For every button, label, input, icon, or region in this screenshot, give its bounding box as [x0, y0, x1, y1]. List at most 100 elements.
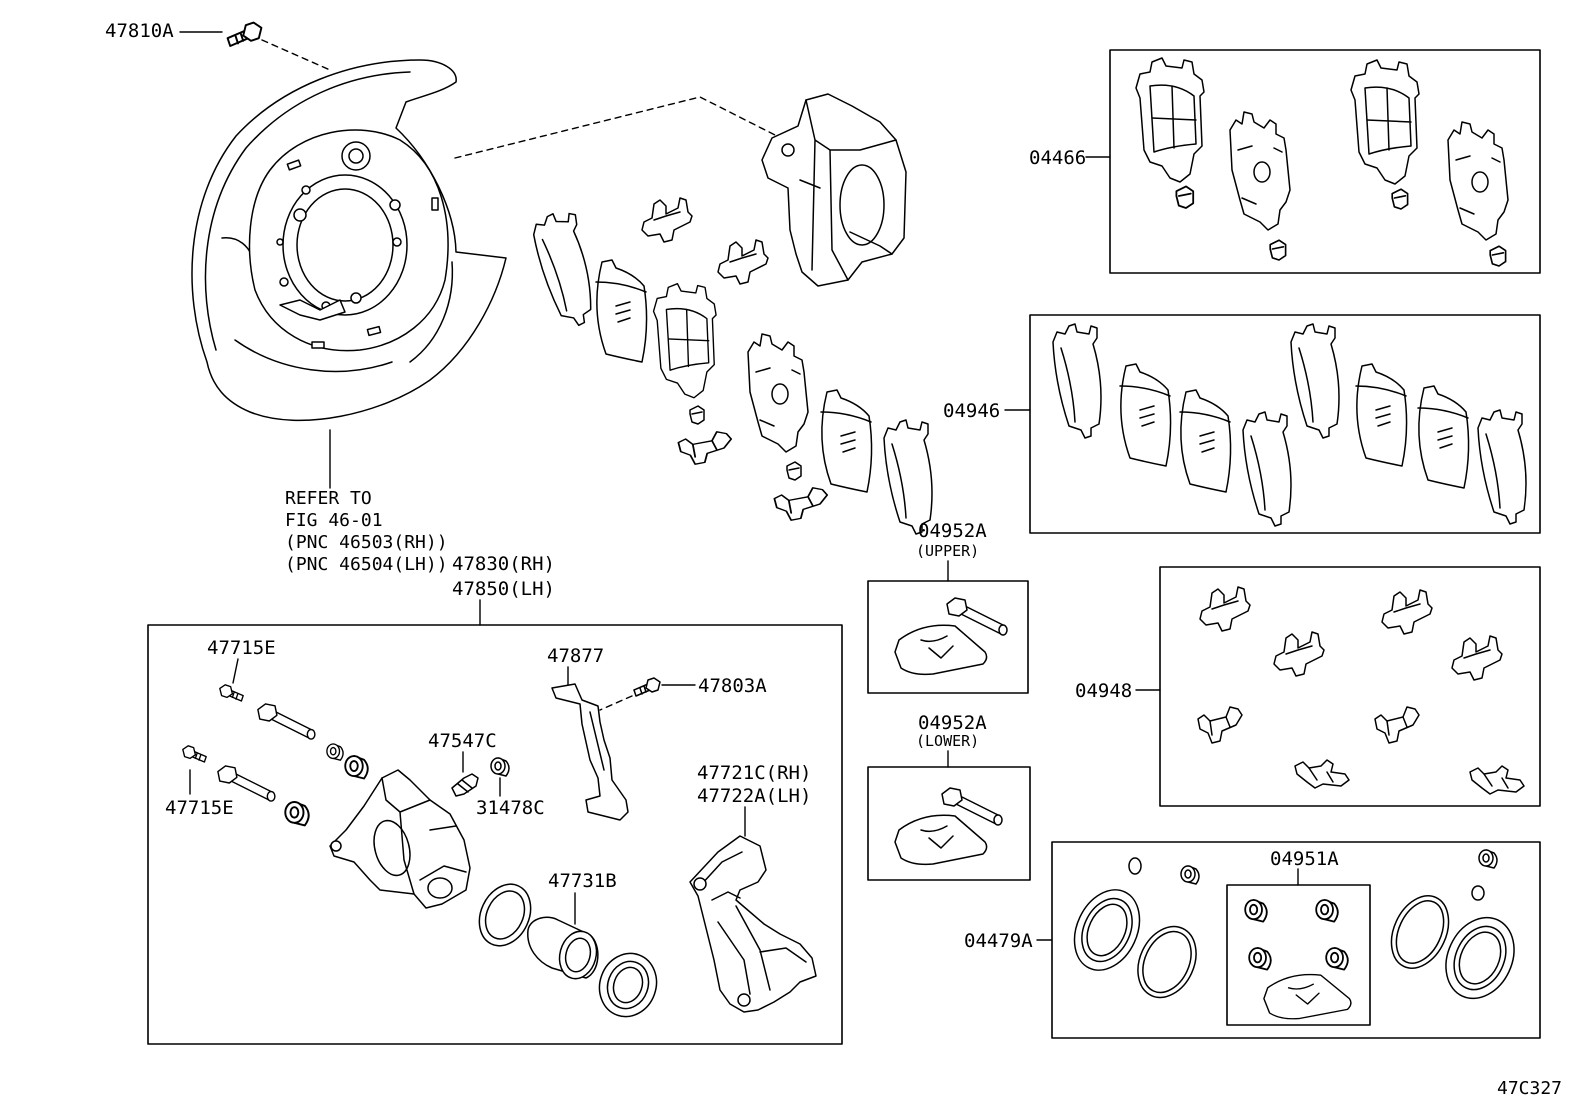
- grease-packet: [894, 814, 988, 866]
- grease-packet: [894, 624, 988, 676]
- caliper-assy-box: [147, 624, 843, 1045]
- note-lower: (LOWER): [916, 732, 979, 750]
- wear-indicator: [1175, 185, 1195, 209]
- kit-box-04948: [1159, 566, 1541, 807]
- wear-indicator: [689, 405, 705, 425]
- drawing-id: 47C327: [1497, 1078, 1562, 1099]
- kit-box-04952a-lower: [867, 766, 1031, 881]
- bushing: [1325, 947, 1349, 971]
- shim-marked: [1417, 385, 1470, 489]
- part-label-04952a-lower: 04952A: [918, 712, 987, 734]
- refer-note-line: (PNC 46503(RH)): [285, 532, 448, 553]
- part-label-04948: 04948: [1075, 680, 1132, 702]
- bushing: [1248, 947, 1272, 971]
- wear-indicator: [786, 461, 802, 481]
- dashed-reference-line: [261, 39, 331, 71]
- wear-indicator: [1391, 188, 1409, 210]
- leader-line: [232, 658, 239, 684]
- shim: [883, 419, 933, 535]
- support-clip: [1381, 589, 1433, 635]
- part-label-47830-rh: 47830(RH): [452, 553, 555, 575]
- bleeder-cap: [490, 757, 510, 777]
- part-label-04479a: 04479A: [964, 930, 1033, 952]
- brake-pad: [652, 282, 717, 399]
- piston-seal: [478, 883, 532, 947]
- pad-spring: [551, 683, 629, 821]
- refer-note-line: (PNC 46504(LH)): [285, 554, 448, 575]
- bleeder-cap: [1128, 857, 1142, 875]
- bleeder-plug: [451, 773, 479, 797]
- bushing: [1180, 865, 1200, 885]
- shim-marked: [1355, 363, 1408, 467]
- shim: [1477, 409, 1527, 525]
- dashed-reference-line: [599, 695, 633, 711]
- part-label-47721c-rh: 47721C(RH): [697, 762, 811, 784]
- support-clip: [1273, 631, 1325, 677]
- wear-indicator: [1489, 245, 1507, 267]
- shim: [1290, 323, 1340, 439]
- support-clip: [1374, 706, 1420, 744]
- part-label-47547c: 47547C: [428, 730, 497, 752]
- part-label-04466: 04466: [1029, 147, 1086, 169]
- brake-pad: [1229, 111, 1291, 231]
- brake-pad: [1135, 57, 1205, 183]
- part-label-04952a-upper: 04952A: [918, 520, 987, 542]
- note-upper: (UPPER): [916, 542, 979, 560]
- part-label-04946: 04946: [943, 400, 1000, 422]
- support-clip: [1199, 586, 1251, 632]
- part-label-31478c: 31478C: [476, 797, 545, 819]
- caliper-bracket: [689, 835, 817, 1013]
- support-clip: [1197, 706, 1243, 744]
- support-clip: [1469, 765, 1525, 795]
- bushing: [326, 743, 344, 761]
- brake-pad: [1447, 121, 1509, 241]
- part-label-47722a-lh: 47722A(LH): [697, 785, 811, 807]
- backing-plate: [191, 59, 507, 422]
- bleeder-bolt: [182, 745, 207, 763]
- part-label-47803a: 47803A: [698, 675, 767, 697]
- kit-box-04952a-upper: [867, 580, 1029, 694]
- spring-bolt: [633, 677, 661, 697]
- slide-pin: [257, 703, 316, 740]
- bushing: [1244, 899, 1268, 923]
- support-clip: [677, 430, 733, 466]
- part-label-47715e: 47715E: [207, 637, 276, 659]
- shim-marked: [595, 259, 648, 363]
- bushing: [1315, 899, 1339, 923]
- slide-pin: [217, 765, 276, 802]
- part-label-47850-lh: 47850(LH): [452, 578, 555, 600]
- part-label-47731b: 47731B: [548, 870, 617, 892]
- brake-pad: [747, 333, 809, 453]
- brake-pad: [1350, 59, 1420, 185]
- bleeder-cap: [1471, 885, 1485, 901]
- support-clip: [717, 239, 769, 285]
- part-label-47715e: 47715E: [165, 797, 234, 819]
- support-clip: [1294, 759, 1350, 789]
- shim-marked: [1179, 389, 1232, 493]
- piston-boot: [598, 952, 658, 1018]
- refer-note-line: REFER TO: [285, 488, 372, 509]
- kit-box-04946: [1029, 314, 1541, 534]
- support-clip: [773, 486, 829, 522]
- piston-boot: [1073, 889, 1141, 971]
- caliper-body: [329, 769, 471, 909]
- part-label-04951a: 04951A: [1270, 848, 1339, 870]
- piston-seal: [1137, 925, 1197, 999]
- support-clip: [641, 197, 693, 243]
- shim: [530, 209, 596, 331]
- part-label-47810a: 47810A: [105, 20, 174, 42]
- kit-box-04466: [1109, 49, 1541, 274]
- part-label-47877: 47877: [547, 645, 604, 667]
- piston: [527, 916, 599, 980]
- bleeder-bolt: [219, 684, 244, 702]
- grease-packet: [1263, 973, 1352, 1020]
- caliper-upper: [761, 93, 907, 287]
- shim-marked: [1119, 363, 1172, 467]
- shim: [1052, 323, 1102, 439]
- shim: [1242, 411, 1292, 527]
- bushing: [1478, 849, 1498, 869]
- bushing: [284, 801, 310, 827]
- piston-seal: [1390, 895, 1450, 969]
- backing-plate-bolt: [226, 21, 263, 47]
